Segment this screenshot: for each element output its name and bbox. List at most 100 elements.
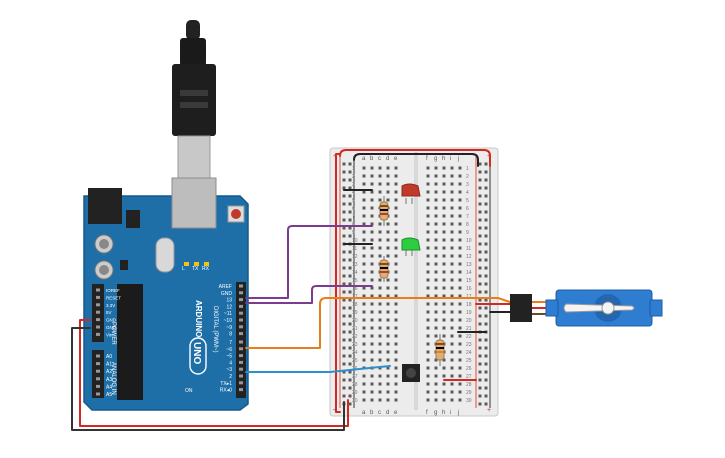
breadboard-hole[interactable] — [386, 238, 390, 242]
breadboard-hole[interactable] — [442, 302, 446, 306]
breadboard-hole[interactable] — [450, 174, 454, 178]
breadboard-hole[interactable] — [434, 166, 438, 170]
breadboard-hole[interactable] — [386, 230, 390, 234]
breadboard-hole[interactable] — [450, 262, 454, 266]
breadboard-hole[interactable] — [434, 222, 438, 226]
breadboard-hole[interactable] — [442, 238, 446, 242]
breadboard-hole[interactable] — [386, 310, 390, 314]
breadboard-hole[interactable] — [378, 342, 382, 346]
breadboard-hole[interactable] — [370, 190, 374, 194]
breadboard-hole[interactable] — [394, 294, 398, 298]
breadboard-hole[interactable] — [386, 294, 390, 298]
rail-hole[interactable] — [478, 162, 482, 166]
breadboard-hole[interactable] — [426, 358, 430, 362]
rail-hole[interactable] — [484, 386, 488, 390]
breadboard-hole[interactable] — [458, 190, 462, 194]
power-pin[interactable] — [96, 295, 100, 299]
breadboard-hole[interactable] — [450, 214, 454, 218]
breadboard-hole[interactable] — [442, 214, 446, 218]
rail-hole[interactable] — [478, 394, 482, 398]
breadboard-hole[interactable] — [450, 230, 454, 234]
breadboard-hole[interactable] — [386, 246, 390, 250]
breadboard-hole[interactable] — [362, 278, 366, 282]
rail-hole[interactable] — [342, 282, 346, 286]
breadboard-hole[interactable] — [378, 198, 382, 202]
rail-hole[interactable] — [484, 338, 488, 342]
breadboard-hole[interactable] — [434, 206, 438, 210]
breadboard-hole[interactable] — [370, 358, 374, 362]
breadboard-hole[interactable] — [426, 318, 430, 322]
breadboard-hole[interactable] — [458, 366, 462, 370]
breadboard-hole[interactable] — [450, 374, 454, 378]
rail-hole[interactable] — [348, 178, 352, 182]
breadboard-hole[interactable] — [426, 286, 430, 290]
rail-hole[interactable] — [342, 330, 346, 334]
breadboard-hole[interactable] — [450, 382, 454, 386]
rail-hole[interactable] — [478, 170, 482, 174]
breadboard-hole[interactable] — [426, 182, 430, 186]
breadboard-hole[interactable] — [394, 230, 398, 234]
breadboard-hole[interactable] — [426, 214, 430, 218]
rail-hole[interactable] — [484, 362, 488, 366]
breadboard-hole[interactable] — [426, 374, 430, 378]
analog-pin[interactable] — [96, 369, 100, 373]
rail-hole[interactable] — [478, 250, 482, 254]
digital-pin[interactable] — [239, 291, 243, 295]
rail-hole[interactable] — [478, 370, 482, 374]
breadboard-hole[interactable] — [426, 342, 430, 346]
breadboard-hole[interactable] — [362, 350, 366, 354]
rail-hole[interactable] — [478, 306, 482, 310]
breadboard-hole[interactable] — [370, 286, 374, 290]
rail-hole[interactable] — [478, 402, 482, 406]
digital-pin[interactable] — [239, 347, 243, 351]
breadboard-hole[interactable] — [362, 182, 366, 186]
rail-hole[interactable] — [484, 298, 488, 302]
breadboard-hole[interactable] — [394, 278, 398, 282]
breadboard-hole[interactable] — [450, 166, 454, 170]
rail-hole[interactable] — [342, 274, 346, 278]
breadboard-hole[interactable] — [426, 190, 430, 194]
digital-pin[interactable] — [239, 354, 243, 358]
breadboard-hole[interactable] — [386, 318, 390, 322]
breadboard-hole[interactable] — [426, 366, 430, 370]
breadboard-hole[interactable] — [394, 270, 398, 274]
breadboard-hole[interactable] — [386, 326, 390, 330]
breadboard-hole[interactable] — [370, 198, 374, 202]
rail-hole[interactable] — [342, 210, 346, 214]
breadboard-hole[interactable] — [362, 390, 366, 394]
rail-hole[interactable] — [342, 370, 346, 374]
breadboard-hole[interactable] — [386, 382, 390, 386]
rail-hole[interactable] — [348, 210, 352, 214]
breadboard-hole[interactable] — [458, 230, 462, 234]
rail-hole[interactable] — [348, 274, 352, 278]
digital-pin[interactable] — [239, 284, 243, 288]
rail-hole[interactable] — [484, 170, 488, 174]
rail-hole[interactable] — [484, 370, 488, 374]
breadboard-hole[interactable] — [362, 398, 366, 402]
breadboard-hole[interactable] — [450, 366, 454, 370]
digital-pin[interactable] — [239, 304, 243, 308]
breadboard-hole[interactable] — [362, 374, 366, 378]
rail-hole[interactable] — [342, 178, 346, 182]
breadboard-hole[interactable] — [442, 382, 446, 386]
rail-hole[interactable] — [478, 242, 482, 246]
rail-hole[interactable] — [348, 250, 352, 254]
rail-hole[interactable] — [478, 314, 482, 318]
rail-hole[interactable] — [342, 346, 346, 350]
breadboard-hole[interactable] — [434, 262, 438, 266]
breadboard-hole[interactable] — [426, 294, 430, 298]
breadboard-hole[interactable] — [458, 326, 462, 330]
breadboard-hole[interactable] — [362, 230, 366, 234]
breadboard-hole[interactable] — [370, 254, 374, 258]
breadboard-hole[interactable] — [434, 182, 438, 186]
breadboard-hole[interactable] — [442, 198, 446, 202]
breadboard-hole[interactable] — [378, 278, 382, 282]
breadboard-hole[interactable] — [394, 262, 398, 266]
breadboard-hole[interactable] — [442, 278, 446, 282]
breadboard-hole[interactable] — [386, 174, 390, 178]
breadboard-hole[interactable] — [394, 310, 398, 314]
rail-hole[interactable] — [478, 266, 482, 270]
rail-hole[interactable] — [478, 234, 482, 238]
rail-hole[interactable] — [478, 322, 482, 326]
rail-hole[interactable] — [348, 394, 352, 398]
